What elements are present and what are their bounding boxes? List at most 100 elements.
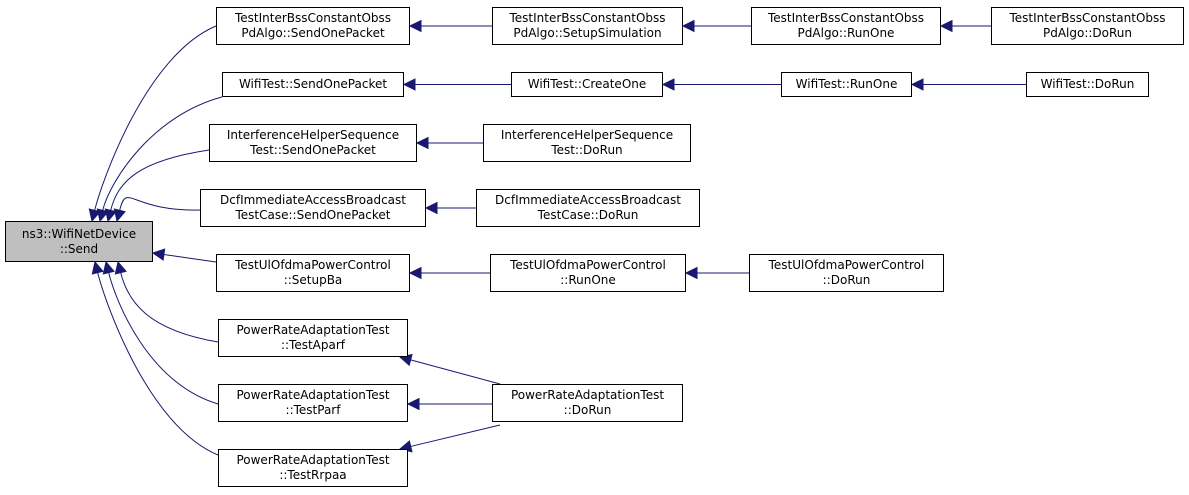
node-label-line: Test::SendOnePacket	[250, 143, 376, 157]
node-wt-dr[interactable]: WifiTest::DoRun	[1026, 72, 1149, 97]
edge-arrowhead	[408, 19, 422, 33]
edge-wt-co-to-wt-sop	[402, 78, 511, 91]
node-label-line: WifiTest::RunOne	[795, 77, 898, 91]
node-label-line: WifiTest::CreateOne	[527, 77, 647, 91]
edge-arrowhead	[91, 260, 104, 275]
node-wt-co[interactable]: WifiTest::CreateOne	[511, 72, 663, 97]
node-label-line: PdAlgo::SendOnePacket	[241, 26, 385, 40]
edge-arrowhead	[408, 266, 422, 280]
edge-arrowhead	[104, 208, 117, 223]
edge-wt-dr-to-wt-ro	[910, 78, 1026, 91]
node-label-line: ::Send	[59, 241, 99, 256]
edge-pr-dr-to-pr-rr	[398, 424, 501, 453]
edge-dcf-dr-to-dcf-sop	[424, 201, 476, 215]
node-label-line: TestInterBssConstantObss	[767, 11, 925, 25]
edge-ib-ro-to-ib-ss	[681, 19, 751, 33]
edge-arrowhead	[939, 19, 953, 33]
node-label-line: InterferenceHelperSequence	[226, 128, 400, 142]
edge-ih-dr-to-ih-sop	[415, 136, 483, 150]
edge-ib-dr-to-ib-ro	[939, 19, 991, 33]
edge-dcf-sop-to-send	[113, 197, 201, 223]
node-label-line: PowerRateAdaptationTest	[510, 388, 665, 402]
node-label-line: DcfImmediateAccessBroadcast	[495, 193, 681, 207]
node-ul-sb[interactable]: TestUlOfdmaPowerControl::SetupBa	[216, 254, 410, 292]
edge-ul-sb-to-send	[151, 248, 217, 263]
edge-ul-dr-to-ul-ro	[684, 266, 749, 280]
node-label-line: ::SetupBa	[283, 273, 343, 287]
node-label-line: TestUlOfdmaPowerControl	[235, 258, 391, 272]
edge-arrowhead	[910, 78, 924, 91]
edge-line	[110, 149, 210, 211]
node-label-line: ::TestAparf	[280, 338, 346, 352]
edge-ih-sop-to-send	[104, 149, 210, 223]
node-label-line: TestInterBssConstantObss	[234, 11, 392, 25]
edge-arrowhead	[88, 208, 101, 223]
node-label-line: TestCase::DoRun	[537, 208, 639, 222]
node-pr-rr[interactable]: PowerRateAdaptationTest::TestRrpaa	[218, 449, 408, 487]
edge-line	[108, 272, 219, 405]
node-pr-ap[interactable]: PowerRateAdaptationTest::TestAparf	[218, 319, 408, 357]
edge-arrowhead	[424, 201, 438, 215]
edge-pr-rr-to-send	[91, 260, 219, 456]
node-label-line: TestUlOfdmaPowerControl	[768, 258, 925, 272]
node-ul-ro[interactable]: TestUlOfdmaPowerControl::RunOne	[490, 254, 686, 292]
node-label-line: PdAlgo::RunOne	[797, 26, 895, 40]
node-pr-dr[interactable]: PowerRateAdaptationTest::DoRun	[492, 384, 683, 422]
edge-arrowhead	[415, 136, 429, 150]
edge-arrowhead	[661, 78, 675, 91]
edge-ul-ro-to-ul-sb	[408, 266, 490, 280]
node-send: ns3::WifiNetDevice::Send	[5, 221, 153, 262]
node-label-line: InterferenceHelperSequence	[500, 128, 674, 142]
edge-line	[120, 272, 219, 343]
node-label-line: ::DoRun	[563, 403, 612, 417]
edge-arrowhead	[406, 397, 420, 411]
node-label-line: ::RunOne	[560, 273, 616, 287]
node-label-line: DcfImmediateAccessBroadcast	[220, 193, 406, 207]
node-label-line: TestCase::SendOnePacket	[235, 208, 391, 222]
node-label-line: WifiTest::DoRun	[1040, 77, 1135, 91]
node-label-line: TestInterBssConstantObss	[1009, 11, 1166, 25]
edge-pr-ap-to-send	[114, 260, 219, 343]
node-label-line: PdAlgo::SetupSimulation	[513, 26, 662, 40]
edge-line	[94, 25, 217, 211]
node-wt-ro[interactable]: WifiTest::RunOne	[781, 72, 912, 97]
node-label-line: TestUlOfdmaPowerControl	[510, 258, 666, 272]
edge-pr-dr-to-pr-ap	[398, 353, 501, 385]
edge-arrowhead	[96, 208, 109, 223]
edge-pr-pa-to-send	[102, 260, 219, 405]
edge-arrowhead	[402, 78, 416, 91]
node-label-line: ns3::WifiNetDevice	[21, 226, 137, 241]
edge-line	[410, 359, 501, 385]
edge-ib-sop-to-send	[88, 25, 217, 223]
node-wt-sop[interactable]: WifiTest::SendOnePacket	[222, 72, 404, 97]
edge-pr-dr-to-pr-pa	[406, 397, 492, 411]
edge-arrowhead	[102, 260, 115, 275]
node-ul-dr[interactable]: TestUlOfdmaPowerControl::DoRun	[749, 254, 944, 292]
edge-arrowhead	[113, 208, 126, 223]
edge-line	[410, 424, 501, 447]
edge-line	[102, 96, 223, 211]
edge-line	[163, 254, 217, 263]
node-label-line: WifiTest::SendOnePacket	[238, 77, 388, 91]
edge-arrowhead	[151, 248, 166, 261]
edge-arrowhead	[684, 266, 698, 280]
edge-wt-ro-to-wt-co	[661, 78, 781, 91]
node-label-line: ::TestParf	[285, 403, 341, 417]
node-label-line: PowerRateAdaptationTest	[236, 388, 390, 402]
node-pr-pa[interactable]: PowerRateAdaptationTest::TestParf	[218, 384, 408, 422]
edge-ib-ss-to-ib-sop	[408, 19, 492, 33]
node-label-line: TestInterBssConstantObss	[509, 11, 666, 25]
edge-arrowhead	[681, 19, 695, 33]
edge-arrowhead	[114, 260, 127, 275]
edge-wt-sop-to-send	[96, 96, 223, 223]
node-label-line: PowerRateAdaptationTest	[236, 453, 390, 467]
